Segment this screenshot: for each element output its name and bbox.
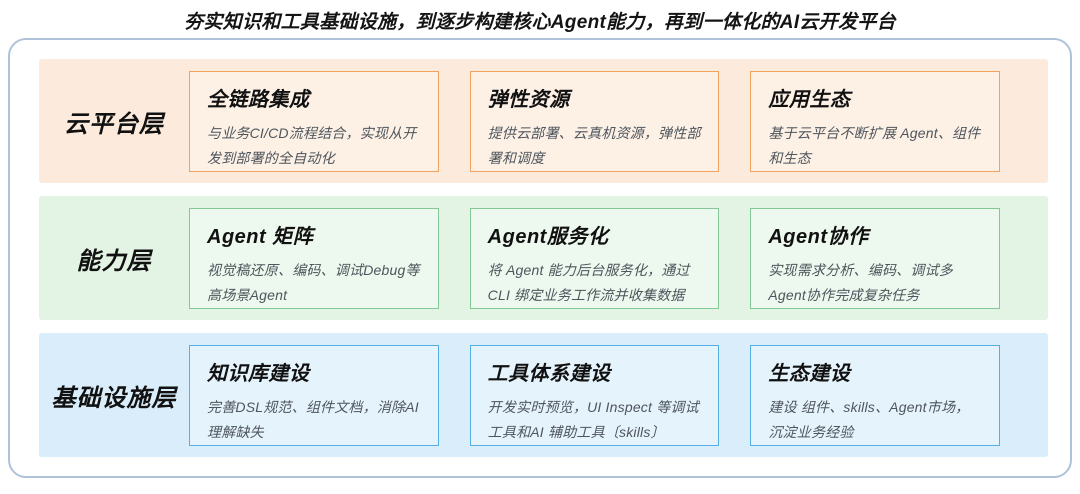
card-title: 生态建设 xyxy=(768,362,851,385)
card-title: 知识库建设 xyxy=(207,362,310,385)
card-title: Agent 矩阵 xyxy=(207,225,314,248)
card-desc: 视觉稿还原、编码、调试Debug等高场景Agent xyxy=(207,261,420,304)
layer-band-capability: 能力层 Agent 矩阵 视觉稿还原、编码、调试Debug等高场景Agent A… xyxy=(39,196,1048,320)
card-title: 弹性资源 xyxy=(487,88,570,111)
infrastructure-cards: 知识库建设 完善DSL规范、组件文档，消除AI理解缺失 工具体系建设 开发实时预… xyxy=(189,344,1001,446)
layer-label-capability: 能力层 xyxy=(76,247,152,275)
layer-label-cloud-platform: 云平台层 xyxy=(64,110,164,138)
diagram-title: 夯实知识和工具基础设施，到逐步构建核心Agent能力，再到一体化的AI云开发平台 xyxy=(184,12,896,33)
card-ecosystem-building: 生态建设 建设 组件、skills、Agent市场，沉淀业务经验 xyxy=(750,344,1001,446)
card-knowledge-base-building: 知识库建设 完善DSL规范、组件文档，消除AI理解缺失 xyxy=(189,344,439,446)
layer-band-infrastructure: 基础设施层 知识库建设 完善DSL规范、组件文档，消除AI理解缺失 工具体系建设… xyxy=(39,333,1048,457)
layer-label-infrastructure: 基础设施层 xyxy=(51,384,177,412)
card-desc: 将 Agent 能力后台服务化，通过 CLI 绑定业务工作流并收集数据 xyxy=(487,261,690,304)
card-desc: 建设 组件、skills、Agent市场，沉淀业务经验 xyxy=(768,398,970,441)
card-title: 全链路集成 xyxy=(207,88,310,111)
card-desc: 提供云部署、云真机资源，弹性部署和调度 xyxy=(487,124,701,167)
card-full-chain-integration: 全链路集成 与业务CI/CD流程结合，实现从开发到部署的全自动化 xyxy=(189,70,439,172)
card-agent-collaboration: Agent协作 实现需求分析、编码、调试多Agent协作完成复杂任务 xyxy=(750,207,1001,309)
card-title: Agent服务化 xyxy=(487,225,609,248)
card-elastic-resources: 弹性资源 提供云部署、云真机资源，弹性部署和调度 xyxy=(469,70,720,172)
card-desc: 完善DSL规范、组件文档，消除AI理解缺失 xyxy=(207,398,419,441)
capability-cards: Agent 矩阵 视觉稿还原、编码、调试Debug等高场景Agent Agent… xyxy=(189,207,1001,309)
card-agent-matrix: Agent 矩阵 视觉稿还原、编码、调试Debug等高场景Agent xyxy=(189,207,439,309)
card-agent-servicification: Agent服务化 将 Agent 能力后台服务化，通过 CLI 绑定业务工作流并… xyxy=(469,207,720,309)
card-desc: 实现需求分析、编码、调试多Agent协作完成复杂任务 xyxy=(768,261,953,304)
card-tool-system-building: 工具体系建设 开发实时预览，UI Inspect 等调试工具和AI 辅助工具〔s… xyxy=(469,344,720,446)
card-title: 工具体系建设 xyxy=(487,362,611,385)
card-desc: 基于云平台不断扩展 Agent、组件和生态 xyxy=(768,124,981,167)
layer-band-cloud-platform: 云平台层 全链路集成 与业务CI/CD流程结合，实现从开发到部署的全自动化 弹性… xyxy=(39,59,1048,183)
card-application-ecosystem: 应用生态 基于云平台不断扩展 Agent、组件和生态 xyxy=(750,70,1001,172)
card-desc: 开发实时预览，UI Inspect 等调试工具和AI 辅助工具〔skills〕 xyxy=(487,398,699,441)
card-title: 应用生态 xyxy=(768,88,851,111)
cloud-platform-cards: 全链路集成 与业务CI/CD流程结合，实现从开发到部署的全自动化 弹性资源 提供… xyxy=(189,70,1001,172)
card-title: Agent协作 xyxy=(768,225,869,248)
card-desc: 与业务CI/CD流程结合，实现从开发到部署的全自动化 xyxy=(207,124,417,167)
diagram-panel: 云平台层 全链路集成 与业务CI/CD流程结合，实现从开发到部署的全自动化 弹性… xyxy=(8,38,1072,478)
